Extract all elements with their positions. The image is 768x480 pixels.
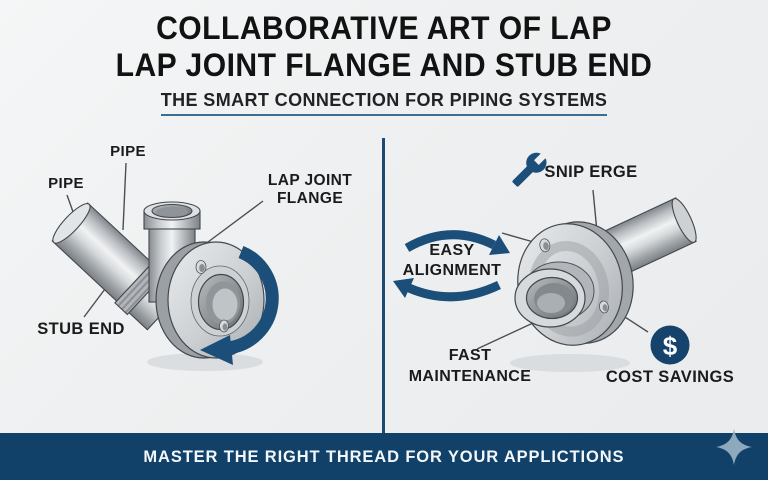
stub-end-bore xyxy=(514,261,595,328)
dollar-circle-icon: $ xyxy=(650,325,690,365)
pipe-end-cap xyxy=(52,203,91,244)
footer-banner: MASTER THE RIGHT THREAD FOR YOUR APPLICT… xyxy=(0,429,768,480)
cycle-arrows-icon xyxy=(393,230,510,302)
leader-pipe-top xyxy=(122,162,127,231)
bolt-holes xyxy=(195,260,229,333)
panel-divider xyxy=(382,138,385,433)
header: COLLABORATIVE ART OF LAP LAP JOINT FLANG… xyxy=(0,10,768,116)
label-pipe-top: PIPE xyxy=(110,143,146,160)
label-fast-maintenance: FAST MAINTENANCE xyxy=(408,347,532,385)
title-line-2: LAP JOINT FLANGE AND STUB END xyxy=(115,47,653,83)
label-lap-joint-flange: LAP JOINT FLANGE xyxy=(267,172,353,207)
title-line-1: COLLABORATIVE ART OF LAP xyxy=(156,10,612,46)
subtitle: THE SMART CONNECTION FOR PIPING SYSTEMS xyxy=(160,90,608,116)
lap-joint-flange-disc xyxy=(155,241,265,359)
dollar-symbol: $ xyxy=(663,331,678,361)
rotation-arrow-icon xyxy=(200,245,279,365)
label-snip-erge: SNIP ERGE xyxy=(544,163,638,181)
bolt-holes xyxy=(539,238,609,314)
sparkle-icon xyxy=(716,429,752,465)
label-cost-savings: COST SAVINGS xyxy=(605,368,735,386)
leader-lap-joint-flange xyxy=(203,200,264,246)
label-pipe-left: PIPE xyxy=(48,175,84,192)
label-easy-alignment: EASY ALIGNMENT xyxy=(402,242,502,279)
left-diagram-illustration xyxy=(51,162,279,371)
flange-shadow xyxy=(147,353,263,371)
banner-text: MASTER THE RIGHT THREAD FOR YOUR APPLICT… xyxy=(143,446,625,466)
label-stub-end: STUB END xyxy=(37,320,125,338)
wrench-icon xyxy=(512,152,547,187)
flange-shadow xyxy=(510,354,630,372)
pipe-end-cap xyxy=(671,197,697,244)
right-diagram-illustration: $ xyxy=(393,152,697,372)
